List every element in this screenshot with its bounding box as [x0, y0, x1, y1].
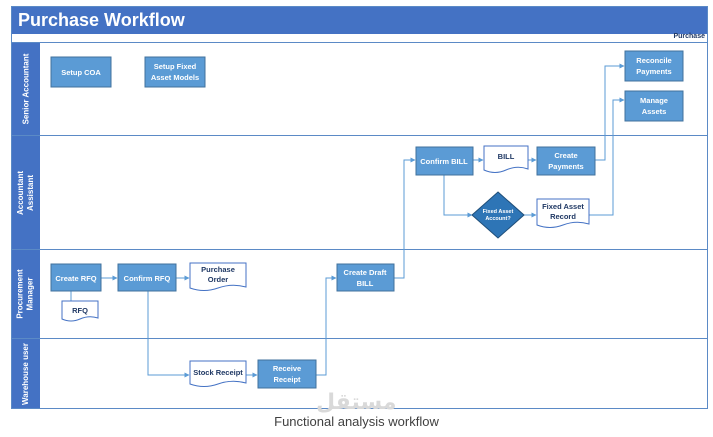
workflow-canvas: Setup COA Setup Fixed Asset Models Recon…	[50, 50, 684, 389]
header-right-label: Purchase	[673, 33, 705, 40]
svg-text:Manage: Manage	[640, 96, 668, 105]
receive-receipt-node: Receive Receipt	[257, 359, 317, 389]
lane-separator	[12, 249, 707, 250]
svg-text:Assets: Assets	[642, 107, 667, 116]
manage-assets-node: Manage Assets	[624, 90, 684, 122]
connector	[443, 173, 473, 218]
svg-text:Create Draft: Create Draft	[344, 268, 387, 277]
svg-text:Record: Record	[550, 212, 576, 221]
svg-text:Receive: Receive	[273, 364, 301, 373]
svg-text:Receipt: Receipt	[273, 375, 301, 384]
svg-text:BILL: BILL	[498, 152, 515, 161]
setup-fixed-asset-node: Setup Fixed Asset Models	[144, 56, 206, 88]
bill-document-node: BILL	[483, 145, 529, 173]
create-payments-node: Create Payments	[536, 146, 596, 176]
setup-coa-node: Setup COA	[50, 56, 112, 88]
svg-text:Fixed Asset: Fixed Asset	[542, 202, 584, 211]
svg-text:Payments: Payments	[548, 162, 583, 171]
title-bar: Purchase Workflow	[12, 7, 707, 34]
connector	[394, 157, 416, 279]
diagram-frame: Purchase Workflow Purchase Senior Accoun…	[11, 6, 708, 409]
connector	[316, 275, 337, 376]
svg-text:Create: Create	[554, 151, 577, 160]
lane-strip-procurement-manager	[12, 250, 40, 338]
svg-text:Payments: Payments	[636, 67, 671, 76]
svg-text:Stock Receipt: Stock Receipt	[193, 368, 243, 377]
lane-strip-senior-accountant	[12, 43, 40, 135]
diagram-title: Purchase Workflow	[18, 10, 185, 30]
connector	[595, 63, 625, 161]
watermark-logo: مستقل	[316, 390, 397, 415]
create-draft-bill-node: Create Draft BILL	[336, 263, 395, 292]
svg-text:Asset Models: Asset Models	[151, 73, 199, 82]
svg-text:Order: Order	[208, 275, 229, 284]
rfq-document-node: RFQ	[61, 300, 99, 322]
lane-strip-accountant-assistant	[12, 136, 40, 249]
svg-text:Confirm BILL: Confirm BILL	[420, 157, 468, 166]
confirm-rfq-node: Confirm RFQ	[117, 263, 177, 292]
svg-text:Account?: Account?	[485, 216, 511, 222]
svg-text:Confirm RFQ: Confirm RFQ	[124, 274, 171, 283]
svg-text:Create RFQ: Create RFQ	[55, 274, 96, 283]
figure-caption: Functional analysis workflow	[274, 414, 439, 429]
svg-text:Purchase: Purchase	[201, 265, 235, 274]
confirm-bill-node: Confirm BILL	[415, 146, 474, 176]
connector	[147, 291, 190, 378]
svg-text:BILL: BILL	[357, 279, 374, 288]
svg-text:RFQ: RFQ	[72, 306, 88, 315]
fixed-asset-record-node: Fixed Asset Record	[536, 198, 590, 228]
svg-text:Fixed Asset: Fixed Asset	[483, 209, 514, 215]
fixed-asset-decision-node: Fixed Asset Account?	[471, 191, 525, 239]
svg-text:Setup COA: Setup COA	[61, 68, 101, 77]
connector	[589, 97, 625, 216]
stock-receipt-node: Stock Receipt	[189, 360, 247, 387]
purchase-order-node: Purchase Order	[189, 262, 247, 291]
lane-strip-warehouse-user	[12, 339, 40, 408]
lane-separator	[12, 338, 707, 339]
reconcile-payments-node: Reconcile Payments	[624, 50, 684, 82]
create-rfq-node: Create RFQ	[50, 263, 102, 292]
lane-separator	[12, 135, 707, 136]
header-sub-bar	[12, 34, 707, 43]
svg-text:Reconcile: Reconcile	[636, 56, 671, 65]
svg-text:Setup Fixed: Setup Fixed	[154, 62, 197, 71]
